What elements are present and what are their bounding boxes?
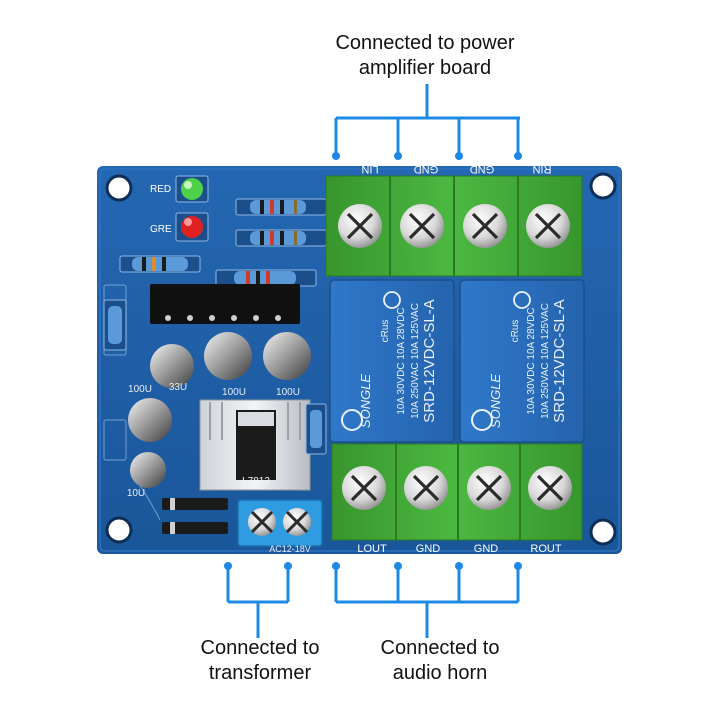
screw-icon [400, 204, 444, 248]
regulator-label: L7812 [242, 476, 270, 487]
relay1-model: SRD-12VDC-SL-A [421, 299, 438, 422]
leader-lines [226, 84, 520, 638]
caption-top-line2: amplifier board [358, 57, 492, 79]
relay2-rating-1: 10A 250VAC 10A 125VAC [540, 303, 551, 419]
label-gnd-bottom-2: GND [474, 543, 499, 555]
ul-mark-icon [383, 291, 531, 309]
caption-br-line2: audio horn [392, 662, 488, 684]
screw-icon [526, 204, 570, 248]
relay1-cert: cRus [380, 320, 391, 343]
relay2-rating-2: 10A 30VDC 10A 28VDC [526, 307, 537, 414]
relays [329, 279, 585, 443]
screw-icon [404, 466, 448, 510]
label-rout: ROUT [530, 543, 561, 555]
led-label-red: RED [150, 184, 171, 195]
screw-icon [342, 466, 386, 510]
led-label-gre: GRE [150, 224, 172, 235]
label-lout: LOUT [357, 543, 387, 555]
label-gnd-top-2: GND [470, 163, 495, 175]
caption-audio-horn: Connected to audio horn [360, 636, 520, 686]
resistors [103, 198, 327, 351]
screw-icon [463, 204, 507, 248]
cap-label-100u-a: 100U [222, 387, 246, 398]
cap-label-33u: 33U [169, 382, 187, 393]
label-gnd-top-1: GND [414, 163, 439, 175]
caption-top-line1: Connected to power [335, 32, 515, 54]
relay1-rating-2: 10A 30VDC 10A 28VDC [396, 307, 407, 414]
label-gnd-bottom-1: GND [416, 543, 441, 555]
caption-transformer: Connected to transformer [180, 636, 340, 686]
relay1-brand: SONGLE [358, 374, 373, 429]
ic-header [150, 284, 300, 324]
led-indicators [175, 175, 209, 242]
caption-bl-line1: Connected to [200, 637, 320, 659]
leader-dots [224, 152, 522, 570]
relay1-rating-1: 10A 250VAC 10A 125VAC [410, 303, 421, 419]
electrolytic-capacitors [128, 332, 311, 488]
mounting-holes [105, 172, 617, 546]
cap-label-100u-c: 100U [128, 384, 152, 395]
diodes [162, 498, 228, 534]
cap-label-100u-b: 100U [276, 387, 300, 398]
terminal-block-bottom [331, 443, 583, 541]
green-led [181, 178, 203, 200]
terminal-block-top [325, 175, 583, 277]
cqc-mark-icon [341, 409, 493, 431]
caption-power-amplifier: Connected to power amplifier board [290, 31, 560, 81]
power-terminal: AC12-18V [237, 499, 323, 554]
pcb-board [97, 166, 622, 554]
heatsink: L7812 [199, 399, 311, 491]
screw-icon [528, 466, 572, 510]
cap-label-10u: 10U [127, 488, 145, 499]
label-lin: LIN [361, 163, 378, 175]
screw-icon [338, 204, 382, 248]
caption-bl-line2: transformer [208, 662, 312, 684]
relay2-model: SRD-12VDC-SL-A [551, 299, 568, 422]
relay2-cert: cRus [510, 320, 521, 343]
red-led [181, 216, 203, 238]
label-rin: RIN [532, 163, 551, 175]
relay2-brand: SONGLE [488, 374, 503, 429]
caption-br-line1: Connected to [380, 637, 500, 659]
power-terminal-label: AC12-18V [269, 544, 311, 554]
screw-icon [467, 466, 511, 510]
